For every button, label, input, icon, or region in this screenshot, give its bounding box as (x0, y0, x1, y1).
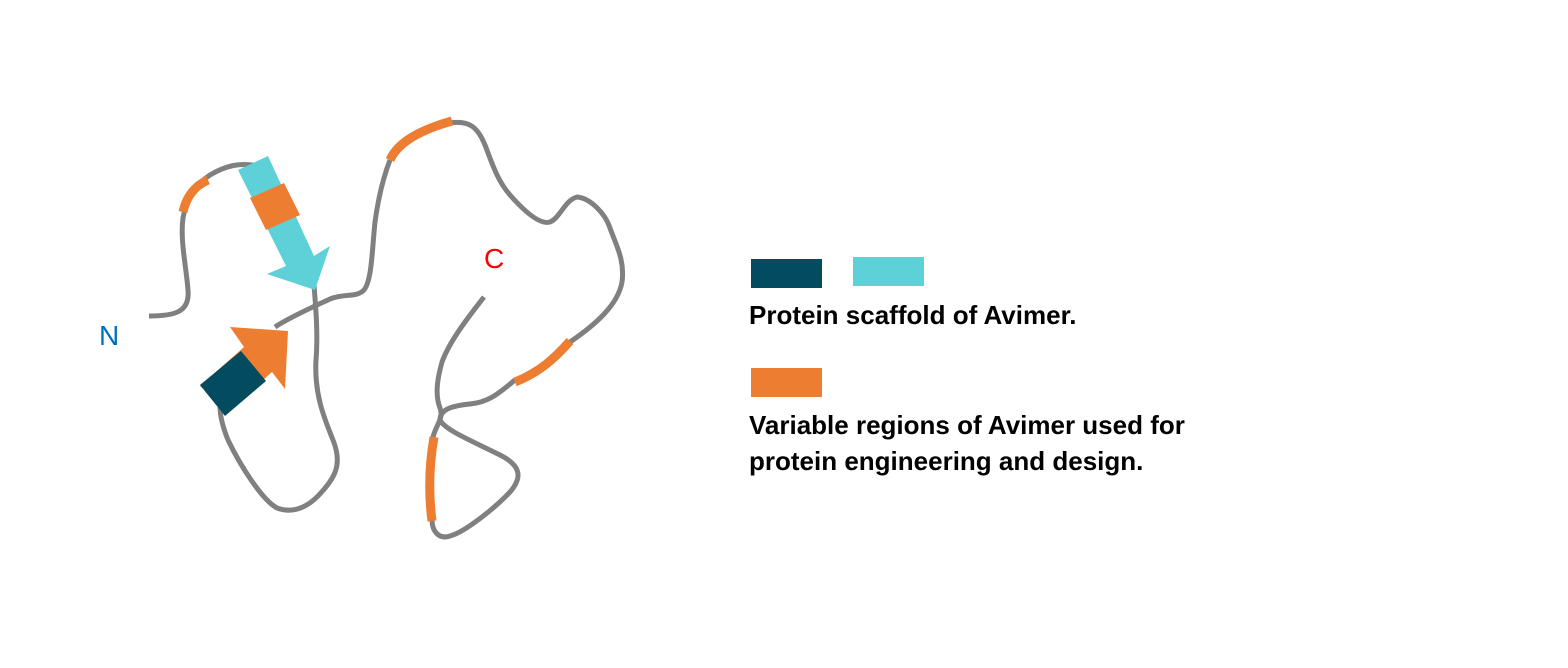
variable-region-4 (425, 436, 439, 522)
scaffold-block-dark (200, 351, 266, 416)
c-terminus-label: C (484, 243, 505, 274)
backbone-segment-c (430, 295, 486, 438)
legend-swatch-variable (751, 368, 822, 397)
variable-region-2 (385, 116, 454, 163)
variable-region-1 (178, 175, 210, 214)
backbone-segment-cross (273, 159, 393, 330)
n-terminus-label: N (99, 320, 120, 351)
variable-region-3 (513, 338, 574, 387)
backbone-segment-loop (429, 378, 521, 540)
beta-strand-arrow-cyan (238, 156, 330, 290)
backbone-segment-top (449, 119, 626, 345)
legend-scaffold-text: Protein scaffold of Avimer. (749, 300, 1077, 330)
backbone-segment-mid (217, 284, 340, 513)
legend-variable-text-line1: Variable regions of Avimer used for (749, 410, 1185, 440)
backbone-segment-n (148, 161, 259, 319)
legend-swatch-scaffold-light (853, 257, 924, 286)
legend-swatch-scaffold-dark (751, 259, 822, 288)
legend-variable-text-line2: protein engineering and design. (749, 446, 1144, 476)
variable-region-on-strand (250, 183, 300, 230)
